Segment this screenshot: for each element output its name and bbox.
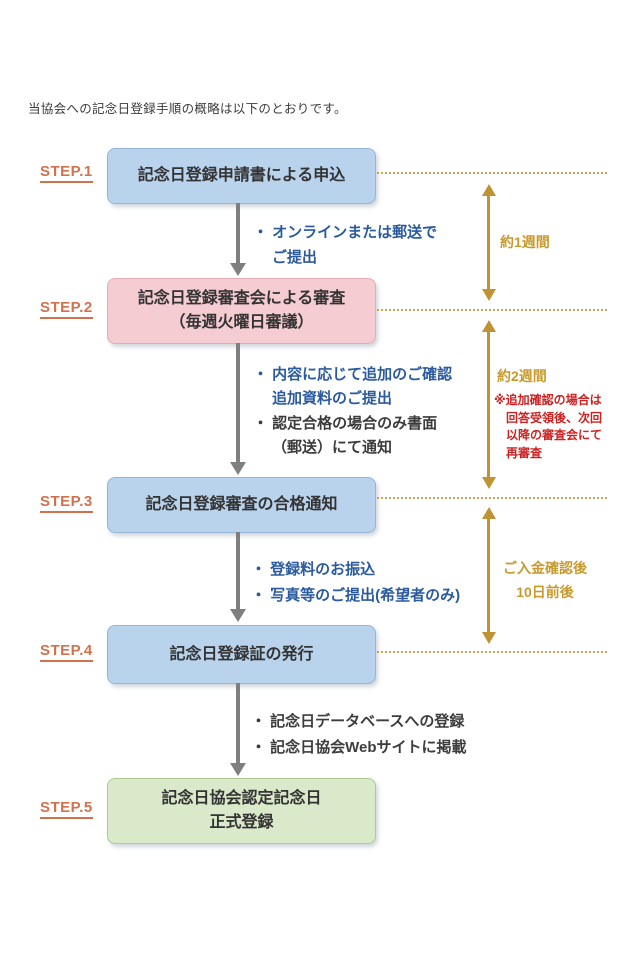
duration-arrow-2-icon [487,332,490,477]
step-2-box: 記念日登録審査会による審査 （毎週火曜日審議） [107,278,376,344]
dotted-line-step2 [377,309,607,311]
flow-arrow-step2-to-step3 [236,343,240,462]
dotted-line-step1 [377,172,607,174]
reexamination-note: ※追加確認の場合は 回答受領後、次回 以降の審査会にて 再審査 [494,393,603,460]
bullet-website-posting: ・ 記念日協会Webサイトに掲載 [251,739,467,756]
bullet-additional-confirmation: ・ 内容に応じて追加のご確認 追加資料のご提出 [253,366,453,407]
bullet-photo-submission: ・ 写真等のご提出(希望者のみ) [251,587,461,604]
flow-arrow-step4-to-step5 [236,683,240,763]
step-4-box: 記念日登録証の発行 [107,625,376,684]
step-2-label: STEP.2 [40,299,93,319]
step-1-label: STEP.1 [40,163,93,183]
dotted-line-step4 [377,651,607,653]
bullet-database-entry: ・ 記念日データベースへの登録 [251,713,465,730]
step-1-box: 記念日登録申請書による申込 [107,148,376,204]
duration-2-label: 約2週間 [497,368,547,384]
bullet-online-or-mail: ・ オンラインまたは郵送で ご提出 [253,224,438,266]
duration-arrow-3-icon [487,519,490,632]
duration-arrow-1-icon [487,196,490,289]
step-5-box: 記念日協会認定記念日 正式登録 [107,778,376,844]
step-3-label: STEP.3 [40,493,93,513]
step-3-box: 記念日登録審査の合格通知 [107,477,376,533]
duration-1-label: 約1週間 [500,234,550,250]
bullet-registration-fee: ・ 登録料のお振込 [251,561,376,578]
dotted-line-step3 [377,497,607,499]
bullet-pass-notification: ・ 認定合格の場合のみ書面 （郵送）にて通知 [253,415,438,456]
intro-text: 当協会への記念日登録手順の概略は以下のとおりです。 [28,101,347,116]
step-5-label: STEP.5 [40,799,93,819]
flow-arrow-step3-to-step4 [236,532,240,609]
duration-3-label: ご入金確認後 10日前後 [503,560,587,600]
flow-arrow-step1-to-step2 [236,203,240,263]
step-4-label: STEP.4 [40,642,93,662]
